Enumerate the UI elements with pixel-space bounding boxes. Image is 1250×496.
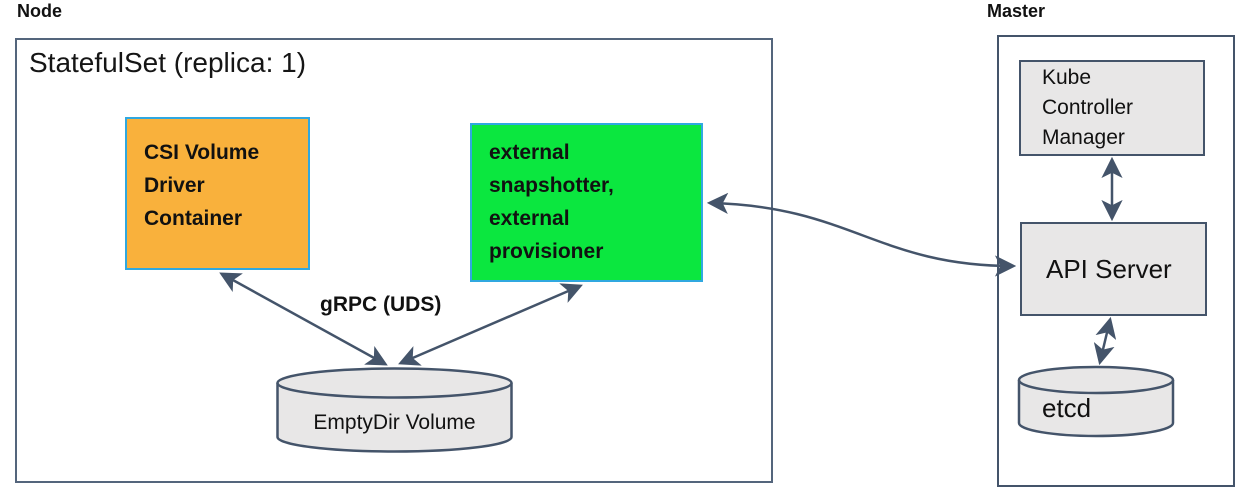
sidecar-box-line: external	[489, 207, 570, 230]
node-section-label: Node	[17, 1, 62, 21]
sidecar-box-line: provisioner	[489, 240, 604, 263]
csi-box-line: Container	[144, 207, 243, 230]
csi-box-line: CSI Volume	[144, 141, 260, 164]
emptydir-volume-label: EmptyDir Volume	[313, 411, 476, 434]
grpc-uds-label: gRPC (UDS)	[320, 293, 442, 316]
sidecar-box-line: snapshotter,	[489, 174, 614, 197]
api-server-label: API Server	[1046, 253, 1172, 284]
kube-controller-manager-box: Kube Controller Manager	[1019, 60, 1205, 156]
csi-box-line: Driver	[144, 174, 205, 197]
statefulset-title: StatefulSet (replica: 1)	[29, 47, 307, 78]
kcm-box-line: Manager	[1042, 126, 1125, 149]
csi-volume-driver-box: CSI Volume Driver Container	[125, 117, 310, 270]
kcm-box-line: Kube	[1042, 66, 1092, 89]
sidecar-box-line: external	[489, 141, 570, 164]
api-server-box: API Server	[1020, 222, 1207, 316]
external-sidecar-box: external snapshotter, external provision…	[470, 123, 703, 282]
master-section-label: Master	[987, 1, 1046, 21]
etcd-label: etcd	[1042, 393, 1092, 423]
kcm-box-line: Controller	[1042, 96, 1134, 119]
